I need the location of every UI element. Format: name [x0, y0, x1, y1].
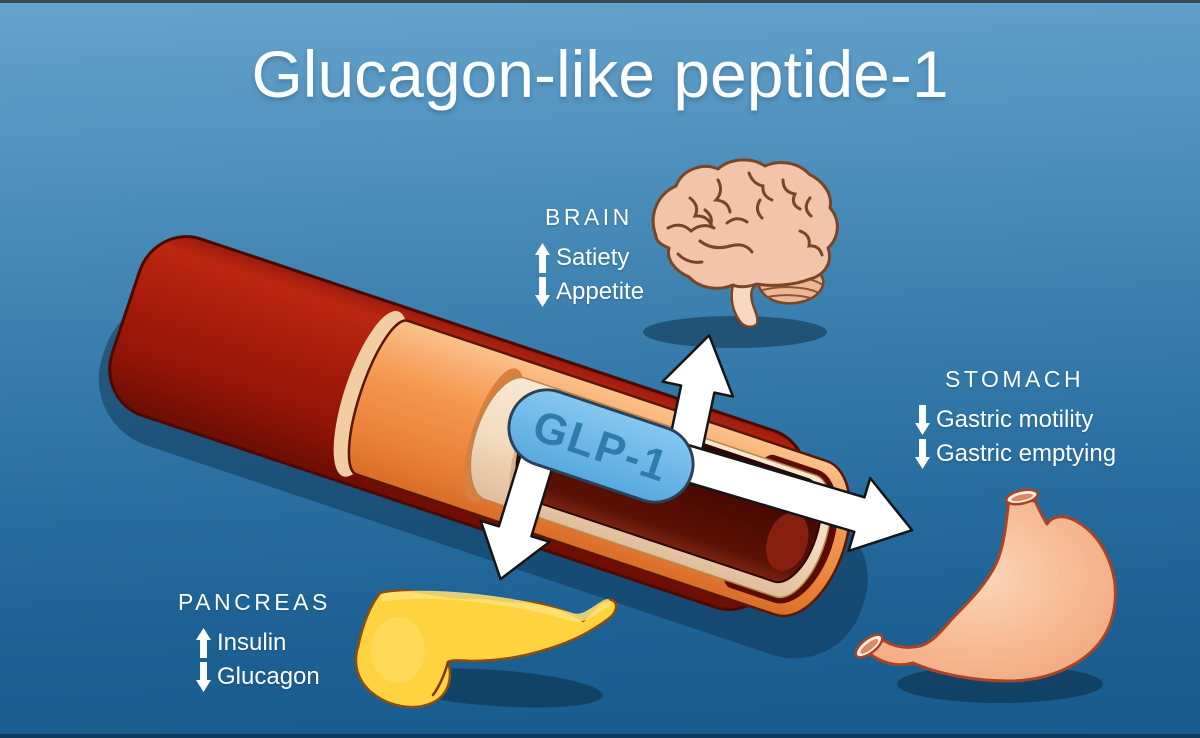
arrow-to-stomach: [675, 443, 914, 553]
stomach-body: [864, 496, 1117, 683]
decrease-arrow-icon: [915, 439, 930, 469]
brain-effect-appetite: Appetite: [535, 277, 644, 307]
stomach-effect-motility: Gastric motility: [915, 405, 1116, 435]
pancreas-title: PANCREAS: [178, 589, 331, 615]
brain-illustration: [651, 158, 839, 329]
increase-arrow-icon: [196, 628, 211, 658]
brain-title: BRAIN: [545, 204, 633, 230]
effect-label: Gastric motility: [936, 406, 1094, 433]
pancreas-effect-glucagon: Glucagon: [196, 662, 331, 692]
brain-label: BRAIN Satiety Appetite: [535, 204, 644, 311]
pancreas-effect-insulin: Insulin: [196, 628, 331, 658]
effect-label: Insulin: [217, 629, 287, 656]
duodenum-opening: [854, 633, 884, 659]
decrease-arrow-icon: [915, 405, 930, 435]
increase-arrow-icon: [535, 243, 550, 273]
page-title: Glucagon-like peptide-1: [251, 37, 949, 111]
brain-shadow: [643, 316, 827, 348]
brain-sulci: [666, 171, 824, 264]
stomach-effect-emptying: Gastric emptying: [915, 439, 1116, 469]
stomach-title: STOMACH: [945, 366, 1085, 392]
stomach-illustration: [854, 488, 1117, 683]
lumen-end-glow: [766, 512, 809, 571]
effect-label: Gastric emptying: [936, 440, 1117, 467]
pancreas-illustration: [354, 589, 618, 709]
pancreas-crease: [431, 660, 450, 697]
effect-label: Satiety: [556, 244, 630, 271]
stomach-label: STOMACH Gastric motility Gastric emptyin…: [915, 366, 1116, 473]
bottom-edge-strip: [0, 734, 1200, 738]
pancreas-label: PANCREAS Insulin Glucagon: [178, 589, 331, 696]
decrease-arrow-icon: [535, 277, 550, 307]
glp1-arrows: [479, 334, 914, 581]
effect-label: Glucagon: [217, 663, 320, 690]
blood-vessel: [108, 235, 852, 618]
pancreas-highlight: [381, 590, 611, 622]
esophagus-opening: [1005, 488, 1039, 506]
effect-label: Appetite: [556, 278, 645, 305]
decrease-arrow-icon: [196, 662, 211, 692]
pancreas-head-highlight: [371, 617, 425, 683]
top-edge-strip: [0, 0, 1200, 3]
brain-effect-satiety: Satiety: [535, 243, 644, 273]
